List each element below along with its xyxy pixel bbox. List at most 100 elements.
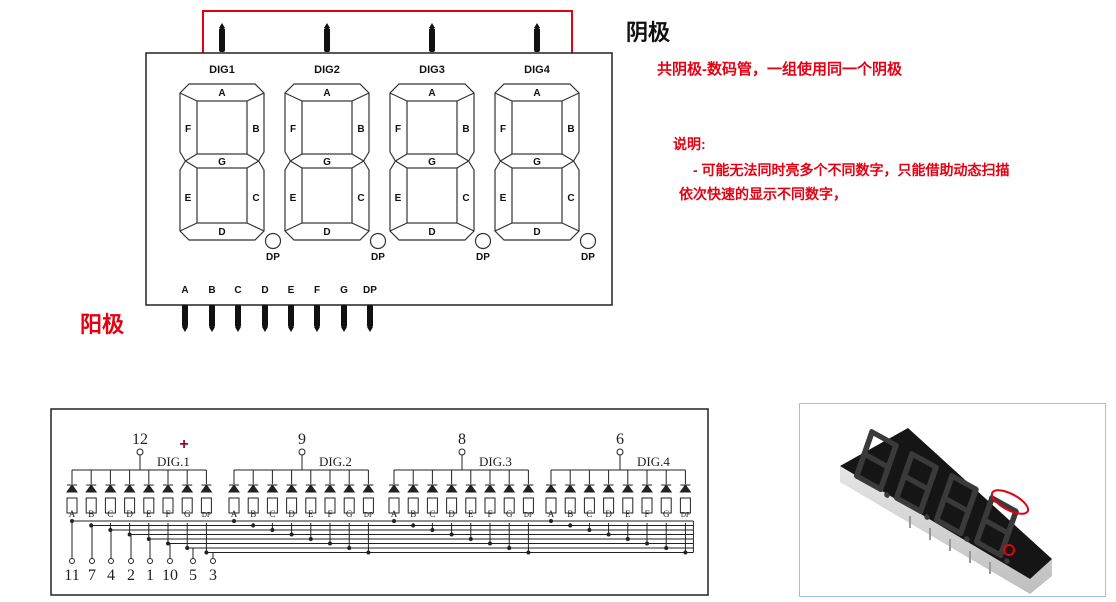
segment-divider xyxy=(456,92,475,102)
anode-pin-dp xyxy=(367,305,373,327)
schematic-segment-label: A xyxy=(391,509,398,519)
segment-label-box xyxy=(200,497,212,514)
segment-label-g: G xyxy=(218,157,226,168)
segment-divider xyxy=(179,92,198,102)
schematic-segment-label: A xyxy=(548,509,555,519)
digit-upper-window xyxy=(511,100,563,155)
segment-label-a: A xyxy=(323,88,330,99)
anode-pin-tip xyxy=(314,327,320,332)
segment-divider xyxy=(246,153,259,162)
digit-pin-label: DIG2 xyxy=(314,64,340,76)
schematic-frame xyxy=(50,408,709,596)
bottom-pin-terminal xyxy=(108,558,114,564)
segment-divider xyxy=(494,222,513,232)
digit-pin-tip xyxy=(324,23,330,28)
led-diode xyxy=(324,484,336,493)
led-diode xyxy=(228,484,240,493)
segment-divider xyxy=(389,92,408,102)
digit-pin-4 xyxy=(534,28,540,52)
common-pin-terminal xyxy=(616,448,624,456)
anode-pin-label: C xyxy=(234,285,241,296)
segment-divider xyxy=(185,153,198,162)
led-diode xyxy=(85,484,98,493)
digit-pin-label: DIG4 xyxy=(524,64,551,76)
segment-divider xyxy=(395,160,408,169)
schematic-segment-label: F xyxy=(165,509,170,519)
schematic-segment-label: D xyxy=(448,509,455,519)
digit-lower-window xyxy=(301,167,353,224)
anode-pin-g xyxy=(341,305,347,327)
anode-pin-d xyxy=(262,305,268,327)
segment-label-f: F xyxy=(395,124,401,135)
schematic-segment-label: D xyxy=(288,509,295,519)
common-pin-number: 9 xyxy=(298,431,306,448)
segment-label-d: D xyxy=(323,227,330,238)
schematic-segment-label: C xyxy=(107,509,113,519)
anode-pin-tip xyxy=(262,327,268,332)
led-diode xyxy=(407,484,420,493)
segment-label-d: D xyxy=(218,227,225,238)
anode-pin-tip xyxy=(235,327,241,332)
led-diode xyxy=(162,484,174,493)
photo-digit xyxy=(853,429,899,498)
segment-divider xyxy=(290,153,303,162)
common-pin-number: 8 xyxy=(458,431,466,448)
schematic-segment-label: F xyxy=(487,509,492,519)
segment-divider xyxy=(561,92,580,102)
segment-divider xyxy=(179,222,198,232)
schematic-segment-label: C xyxy=(269,509,275,519)
segment-divider xyxy=(395,153,408,162)
segment-divider xyxy=(561,160,574,169)
segment-divider xyxy=(389,222,408,232)
segment-divider xyxy=(351,92,370,102)
digit-outline xyxy=(389,83,475,241)
segment-label-box xyxy=(104,497,116,514)
segment-label-box xyxy=(324,497,336,514)
segment-label-box xyxy=(660,497,672,514)
segment-divider xyxy=(246,92,265,102)
digit-upper-window xyxy=(406,100,458,155)
digit-pin-1 xyxy=(219,28,225,52)
segment-label-box xyxy=(465,497,477,514)
digit-lower-window xyxy=(406,167,458,224)
bottom-pin-terminal xyxy=(128,558,134,564)
schematic-segment-label: C xyxy=(586,509,592,519)
digit-lower-window xyxy=(511,167,563,224)
schematic-segment-label: C xyxy=(429,509,435,519)
segment-label-g: G xyxy=(533,157,541,168)
segment-divider xyxy=(284,92,303,102)
anode-pin-label: E xyxy=(288,285,295,296)
segment-label-c: C xyxy=(567,193,574,204)
anode-pin-tip xyxy=(367,327,373,332)
led-diode xyxy=(123,484,136,493)
dp-label: DP xyxy=(266,252,280,263)
plus-marker: + xyxy=(179,436,188,453)
led-diode xyxy=(426,484,439,493)
cathode-label: 阴极 xyxy=(626,20,671,45)
digit-lower-window xyxy=(196,167,248,224)
dp-label: DP xyxy=(581,252,595,263)
segment-label-box xyxy=(181,497,193,514)
schematic-segment-label: G xyxy=(506,509,513,519)
decimal-point xyxy=(369,232,387,250)
bottom-pin-number: 1 xyxy=(146,567,154,584)
bottom-pin-number: 7 xyxy=(88,567,96,584)
display-body xyxy=(145,52,613,306)
segment-label-box xyxy=(446,497,458,514)
segment-label-c: C xyxy=(357,193,364,204)
led-diode xyxy=(266,484,279,493)
photo-digit xyxy=(893,451,939,520)
schematic-segment-label: F xyxy=(644,509,649,519)
segment-label-box xyxy=(266,497,278,514)
schematic-segment-label: G xyxy=(346,509,353,519)
bottom-pin-terminal xyxy=(210,558,216,564)
note-line-1: - 可能无法同时亮多个不同数字，只能借助动态扫描 xyxy=(693,162,1010,178)
led-diode xyxy=(200,484,213,493)
segment-divider xyxy=(246,222,265,232)
segment-label-box xyxy=(641,497,653,514)
segment-label-box xyxy=(143,497,155,514)
